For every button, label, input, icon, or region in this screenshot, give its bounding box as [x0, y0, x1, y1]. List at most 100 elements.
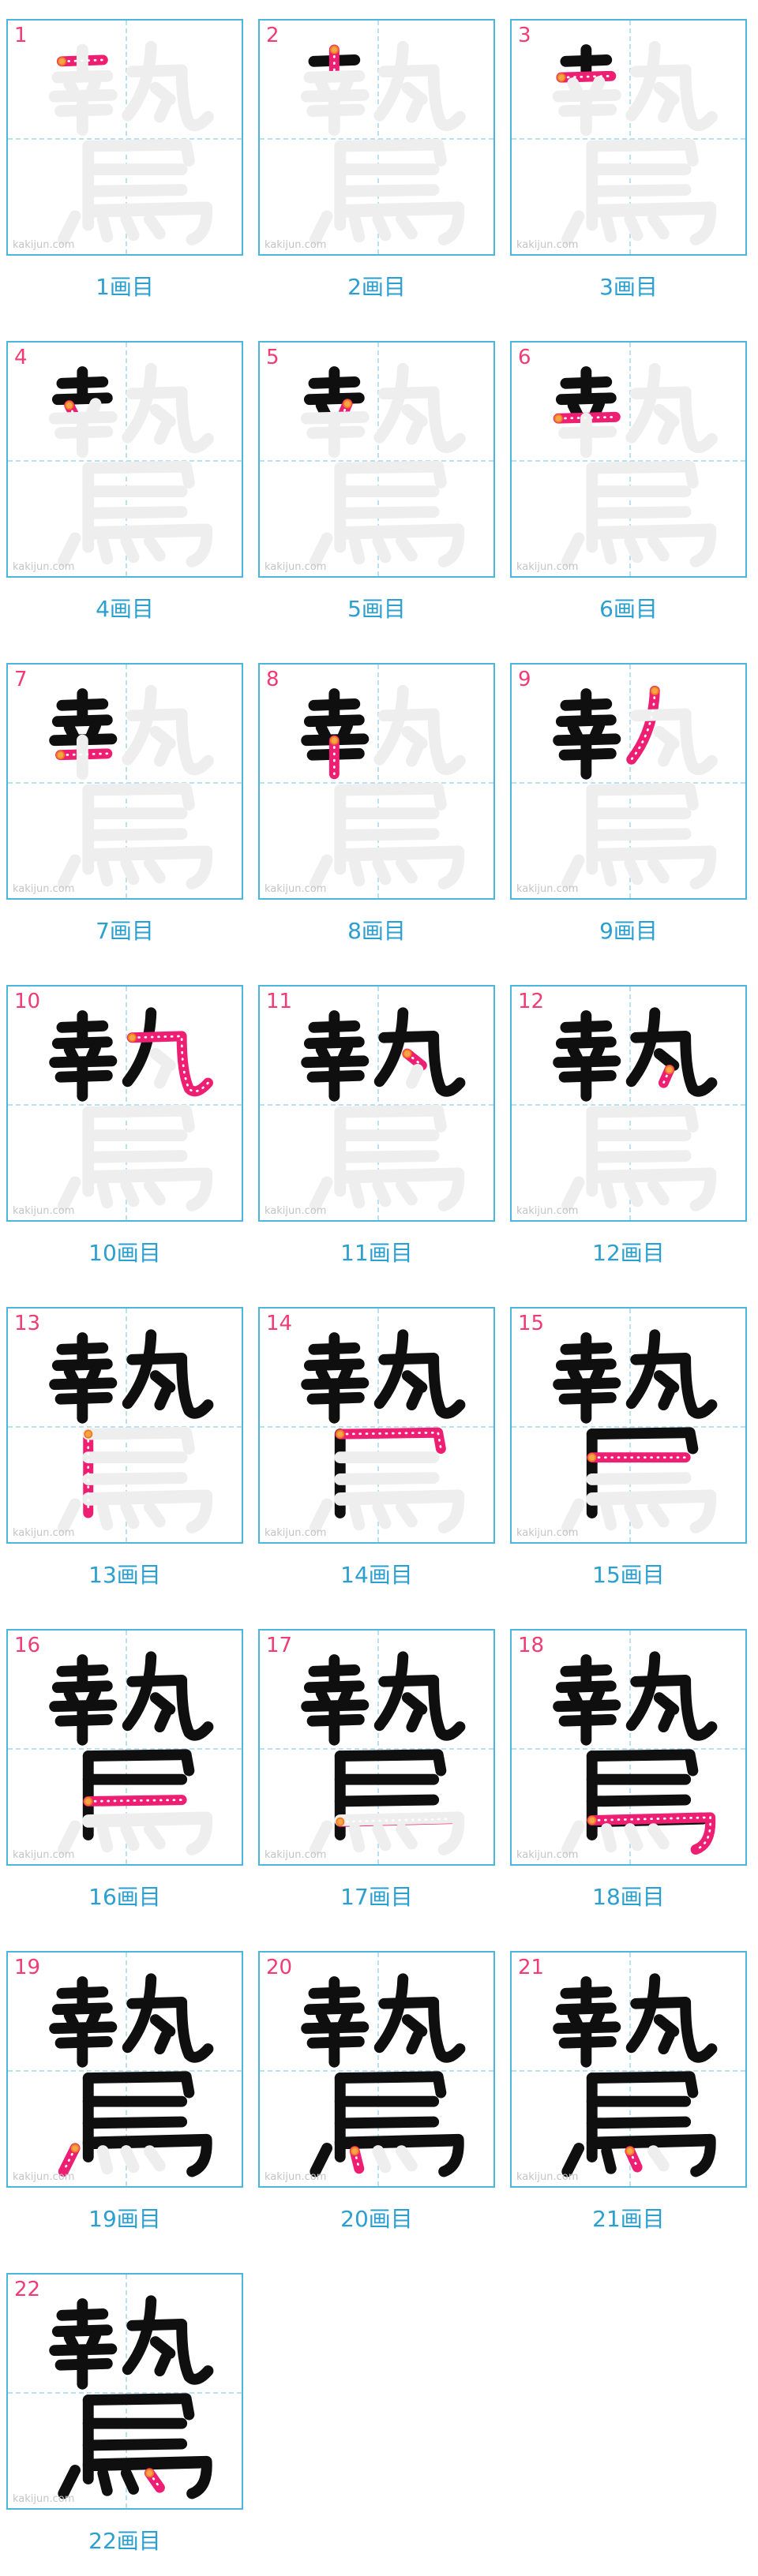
kanji-stroke-diagram	[301, 1007, 466, 1211]
watermark: kakijun.com	[13, 2493, 75, 2505]
ghost-stroke	[647, 535, 670, 562]
ghost-stroke	[309, 1176, 333, 1211]
drawn-stroke	[51, 1036, 113, 1050]
ghost-stroke	[57, 854, 81, 889]
drawn-stroke	[51, 392, 113, 406]
drawn-stroke	[653, 1692, 680, 1715]
stroke-start-marker	[665, 1065, 674, 1074]
step-label: 8画目	[347, 918, 406, 944]
guide-line-vertical	[377, 665, 379, 898]
guide-line-horizontal	[512, 1426, 745, 1428]
drawn-stroke	[149, 2336, 176, 2359]
step-number: 7	[14, 668, 28, 691]
drawn-stroke	[658, 1386, 675, 1411]
drawn-stroke	[149, 1692, 176, 1715]
guide-line-vertical	[377, 343, 379, 576]
stroke-start-marker	[127, 1033, 137, 1043]
guide-line-vertical	[126, 21, 127, 254]
drawn-stroke	[82, 1749, 195, 1777]
guide-line-horizontal	[512, 460, 745, 462]
ghost-stroke	[154, 98, 172, 123]
kanji-stroke-diagram	[300, 40, 466, 245]
ghost-stroke	[561, 532, 585, 567]
drawn-stroke	[630, 1996, 718, 2063]
step-number: 16	[14, 1634, 41, 1657]
stroke-start-marker	[144, 2469, 154, 2478]
guide-line-vertical	[126, 343, 127, 576]
drawn-stroke	[51, 1680, 113, 1694]
step-number: 14	[266, 1312, 293, 1335]
drawn-stroke	[586, 1794, 692, 1807]
stroke-start-marker	[84, 1796, 93, 1806]
drawn-stroke	[555, 2002, 617, 2016]
stroke-start-marker	[56, 751, 66, 760]
drawn-stroke	[601, 2145, 617, 2174]
ghost-stroke	[647, 857, 670, 884]
drawn-stroke	[401, 1370, 428, 1393]
guide-line-horizontal	[8, 460, 242, 462]
ghost-stroke	[120, 857, 140, 886]
ghost-stroke	[122, 40, 157, 122]
ghost-stroke	[96, 213, 114, 243]
stroke-start-marker	[553, 414, 563, 423]
ghost-stroke	[154, 1064, 172, 1089]
kanji-stroke-diagram	[301, 1329, 466, 1533]
ghost-stroke	[154, 420, 172, 445]
ghost-stroke	[309, 1498, 333, 1533]
ghost-stroke	[586, 1104, 699, 1133]
stroke-start-marker	[57, 57, 66, 66]
step-number: 10	[14, 990, 41, 1013]
drawn-stroke	[653, 1048, 680, 1071]
guide-line-horizontal	[512, 1104, 745, 1106]
guide-line-horizontal	[8, 1104, 242, 1106]
watermark: kakijun.com	[516, 1849, 579, 1861]
ghost-stroke	[120, 1501, 140, 1530]
drawn-stroke	[586, 1427, 699, 1455]
kanji-stroke-diagram	[48, 362, 214, 567]
ghost-stroke	[122, 362, 157, 444]
step-label: 11画目	[340, 1240, 413, 1266]
drawn-stroke	[154, 1386, 171, 1411]
ghost-stroke	[144, 2145, 166, 2172]
ghost-stroke	[658, 742, 676, 767]
ghost-stroke	[586, 460, 699, 489]
drawn-stroke	[658, 1708, 675, 1733]
drawn-stroke	[625, 1973, 661, 2054]
step-number: 15	[518, 1312, 545, 1335]
drawn-stroke	[334, 1794, 440, 1807]
step-label: 2画目	[347, 274, 406, 300]
ghost-stroke	[373, 362, 409, 444]
step-number: 12	[518, 990, 545, 1013]
drawn-stroke	[555, 392, 617, 406]
drawn-stroke	[586, 2116, 692, 2129]
step-label: 12画目	[592, 1240, 665, 1266]
watermark: kakijun.com	[13, 1527, 75, 1539]
ghost-stroke	[348, 535, 366, 565]
drawn-stroke	[97, 2467, 113, 2496]
ghost-stroke	[561, 1498, 585, 1533]
drawn-stroke	[51, 2002, 113, 2016]
kanji-stroke-diagram	[553, 1651, 718, 1855]
drawn-stroke	[373, 1329, 409, 1410]
ghost-stroke	[51, 69, 114, 84]
ghost-stroke	[154, 742, 172, 767]
guide-line-horizontal	[512, 138, 745, 140]
watermark: kakijun.com	[516, 883, 579, 895]
step-label: 16画目	[88, 1884, 161, 1910]
ghost-stroke	[144, 213, 166, 240]
current-stroke-dots	[148, 2472, 161, 2489]
stroke-start-marker	[557, 73, 566, 82]
ghost-stroke	[334, 1489, 465, 1533]
ghost-stroke	[120, 213, 140, 242]
